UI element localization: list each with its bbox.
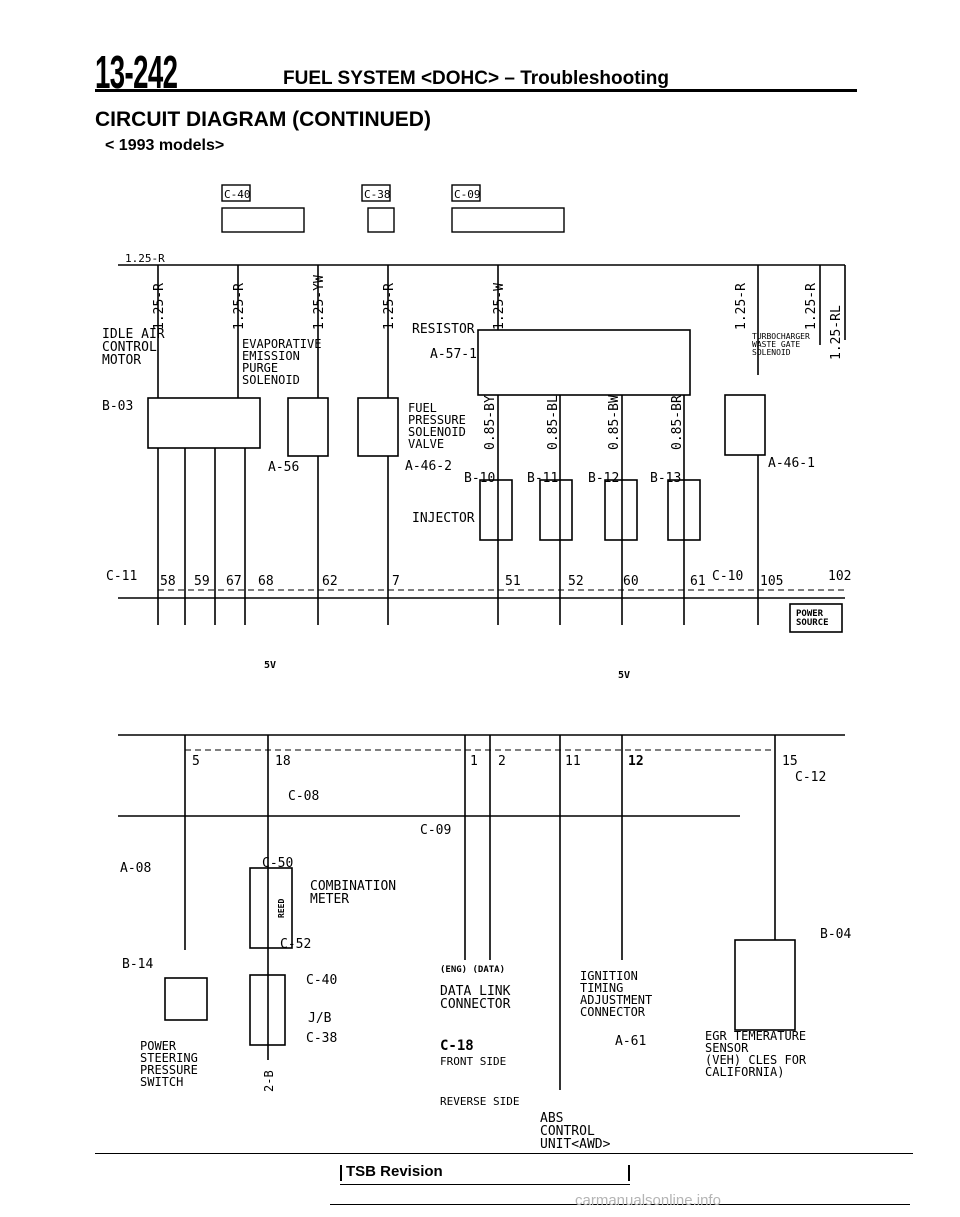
pin-number: 15 [782,754,798,769]
connector-c38-lower: C-38 [306,1031,337,1046]
wire-2b-label: 2-B [262,1070,276,1092]
resistor-label: RESISTOR [412,322,475,337]
connector-c11: C-11 [106,569,137,584]
pin-number: 11 [565,754,581,769]
tsb-bar-right [628,1165,630,1181]
resistor-id: A-57-1 [430,347,477,362]
data-link-note: (ENG) (DATA) [440,965,505,975]
wire-label: 1.25-R [804,283,819,330]
pin-number: 68 [258,574,274,589]
connector-b04: B-04 [820,927,851,942]
connector-c09-lower: C-09 [420,823,451,838]
connector-c38: C-38 [364,188,391,201]
connector-c12: C-12 [795,770,826,785]
connector-c52: C-52 [280,937,311,952]
wire-label: 1.25-R [152,283,167,330]
wire-label: 1.25-YW [312,275,327,330]
pin-number: 2 [498,754,506,769]
wire-label: 1.25-R [734,283,749,330]
pin-number: 51 [505,574,521,589]
model-note: < 1993 models> [105,137,225,154]
connector-c10: C-10 [712,569,743,584]
connector-c50: C-50 [262,856,293,871]
reed-label: REED [277,899,286,918]
pin-number: 60 [623,574,639,589]
connector-c18: C-18 [440,1038,474,1054]
wire-label: 1.25-R [232,283,247,330]
connector-c40-lower: C-40 [306,973,337,988]
tsb-bar-left [340,1165,342,1181]
section-title: CIRCUIT DIAGRAM (CONTINUED) [95,108,431,131]
connector-b11: B-11 [527,471,558,486]
connector-a46-2: A-46-2 [405,459,452,474]
connector-a08: A-08 [120,861,151,876]
connector-a56: A-56 [268,460,299,475]
pin-number: 102 [828,569,851,584]
connector-b13: B-13 [650,471,681,486]
wire-top-label: 1.25-R [125,252,165,265]
header-title: FUEL SYSTEM <DOHC> – Troubleshooting [283,68,670,89]
pin-number: 12 [628,754,644,769]
connector-c08: C-08 [288,789,319,804]
tsb-rule [340,1184,630,1185]
tsb-revision-box: TSB Revision [340,1163,630,1185]
connector-a46-1: A-46-1 [768,456,815,471]
connector-c09: C-09 [454,188,481,201]
watermark: carmanualsonline.info [575,1192,721,1209]
wire-label: 1.25-R [382,283,397,330]
connector-c40: C-40 [224,188,251,201]
pin-number: 1 [470,754,478,769]
footer-rule-bottom [330,1204,910,1205]
pin-number: 18 [275,754,291,769]
connector-a61: A-61 [615,1034,646,1049]
jb-label: J/B [308,1011,332,1026]
connector-icon-group [221,184,565,233]
wire-label: 0.85-BR [670,395,685,450]
pin-number: 67 [226,574,242,589]
voltage-5v-label: 5V [618,670,630,681]
reverse-side-label: REVERSE SIDE [440,1095,519,1108]
pin-number: 5 [192,754,200,769]
pin-number: 59 [194,574,210,589]
wire-label: 0.85-BW [607,395,622,450]
connector-b12: B-12 [588,471,619,486]
pin-number: 58 [160,574,176,589]
tsb-label: TSB Revision [346,1163,443,1180]
pin-number: 62 [322,574,338,589]
connector-b10: B-10 [464,471,495,486]
wire-label: 0.85-BY [483,395,498,450]
header-rule [95,89,857,92]
footer-rule [95,1153,913,1154]
connector-b03: B-03 [102,399,133,414]
pin-number: 105 [760,574,783,589]
pin-number: 61 [690,574,706,589]
pin-number: 52 [568,574,584,589]
voltage-5v-label: 5V [264,660,276,671]
wire-label: 1.25-RL [829,305,844,360]
pin-number: 7 [392,574,400,589]
connector-b14: B-14 [122,957,153,972]
wire-label: 1.25-W [492,283,507,330]
injector-label: INJECTOR [412,511,475,526]
front-side-label: FRONT SIDE [440,1055,506,1068]
wire-label: 0.85-BL [546,395,561,450]
